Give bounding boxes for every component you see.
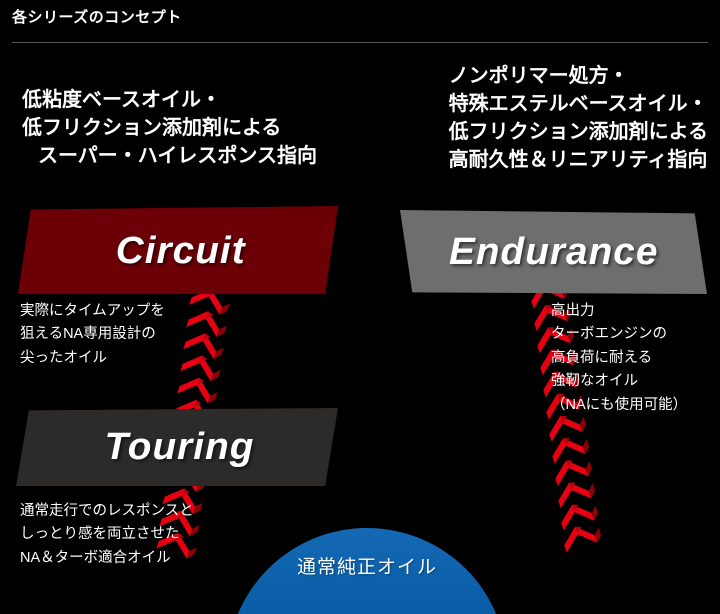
banner-circuit-label: Circuit [116, 229, 246, 272]
caption-endurance-line-4: 強靭なオイル [551, 373, 638, 390]
endurance-banner-shape [400, 210, 707, 294]
concept-left-line-2: 低フリクション添加剤による [22, 117, 282, 139]
caption-touring-line-2: しっとり感を両立させた [20, 526, 180, 543]
concept-heading-right: ノンポリマー処方・ 特殊エステルベースオイル・ 低フリクション添加剤による 高耐… [449, 62, 708, 174]
caption-endurance-line-3: 高負荷に耐える [551, 349, 653, 366]
caption-circuit-line-2: 狙えるNA専用設計の [20, 326, 156, 343]
touring-banner-shape [16, 408, 338, 486]
caption-touring-line-1: 通常走行でのレスポンスと [20, 503, 194, 519]
concept-right-line-2: 特殊エステルベースオイル・ [448, 93, 708, 115]
concept-left-line-3: スーパー・ハイレスポンス指向 [38, 145, 317, 167]
concept-left-line-1: 低粘度ベースオイル・ [22, 89, 221, 111]
concept-right-line-4: 高耐久性＆リニアリティ指向 [448, 149, 708, 171]
concept-right-line-1: ノンポリマー処方・ [448, 65, 629, 87]
caption-touring-line-3: NA＆ターボ適合オイル [20, 549, 171, 566]
concept-right-line-3: 低フリクション添加剤による [448, 121, 708, 143]
caption-touring: 通常走行でのレスポンスと しっとり感を両立させた NA＆ターボ適合オイル [20, 500, 194, 570]
banner-circuit[interactable]: Circuit [18, 206, 338, 294]
caption-endurance: 高出力 ターボエンジンの 高負荷に耐える 強靭なオイル （NAにも使用可能） [551, 300, 687, 417]
title-divider [12, 42, 708, 43]
caption-circuit-line-1: 実際にタイムアップを [20, 303, 165, 319]
concept-heading-left: 低粘度ベースオイル・ 低フリクション添加剤による スーパー・ハイレスポンス指向 [22, 86, 317, 170]
page-title: 各シリーズのコンセプト [12, 9, 182, 26]
base-oil-dome: 通常純正オイル [227, 528, 507, 614]
caption-circuit-line-3: 尖ったオイル [20, 349, 107, 366]
caption-endurance-line-2: ターボエンジンの [551, 326, 667, 343]
banner-endurance-label: Endurance [448, 230, 659, 273]
banner-touring-label: Touring [104, 425, 254, 468]
caption-endurance-line-5: （NAにも使用可能） [551, 396, 688, 413]
circuit-banner-shape [18, 206, 338, 294]
base-oil-label: 通常純正オイル [296, 557, 437, 578]
caption-circuit: 実際にタイムアップを 狙えるNA専用設計の 尖ったオイル [20, 300, 165, 370]
banner-touring[interactable]: Touring [16, 408, 338, 486]
caption-endurance-line-1: 高出力 [551, 303, 595, 319]
banner-endurance[interactable]: Endurance [400, 210, 707, 294]
